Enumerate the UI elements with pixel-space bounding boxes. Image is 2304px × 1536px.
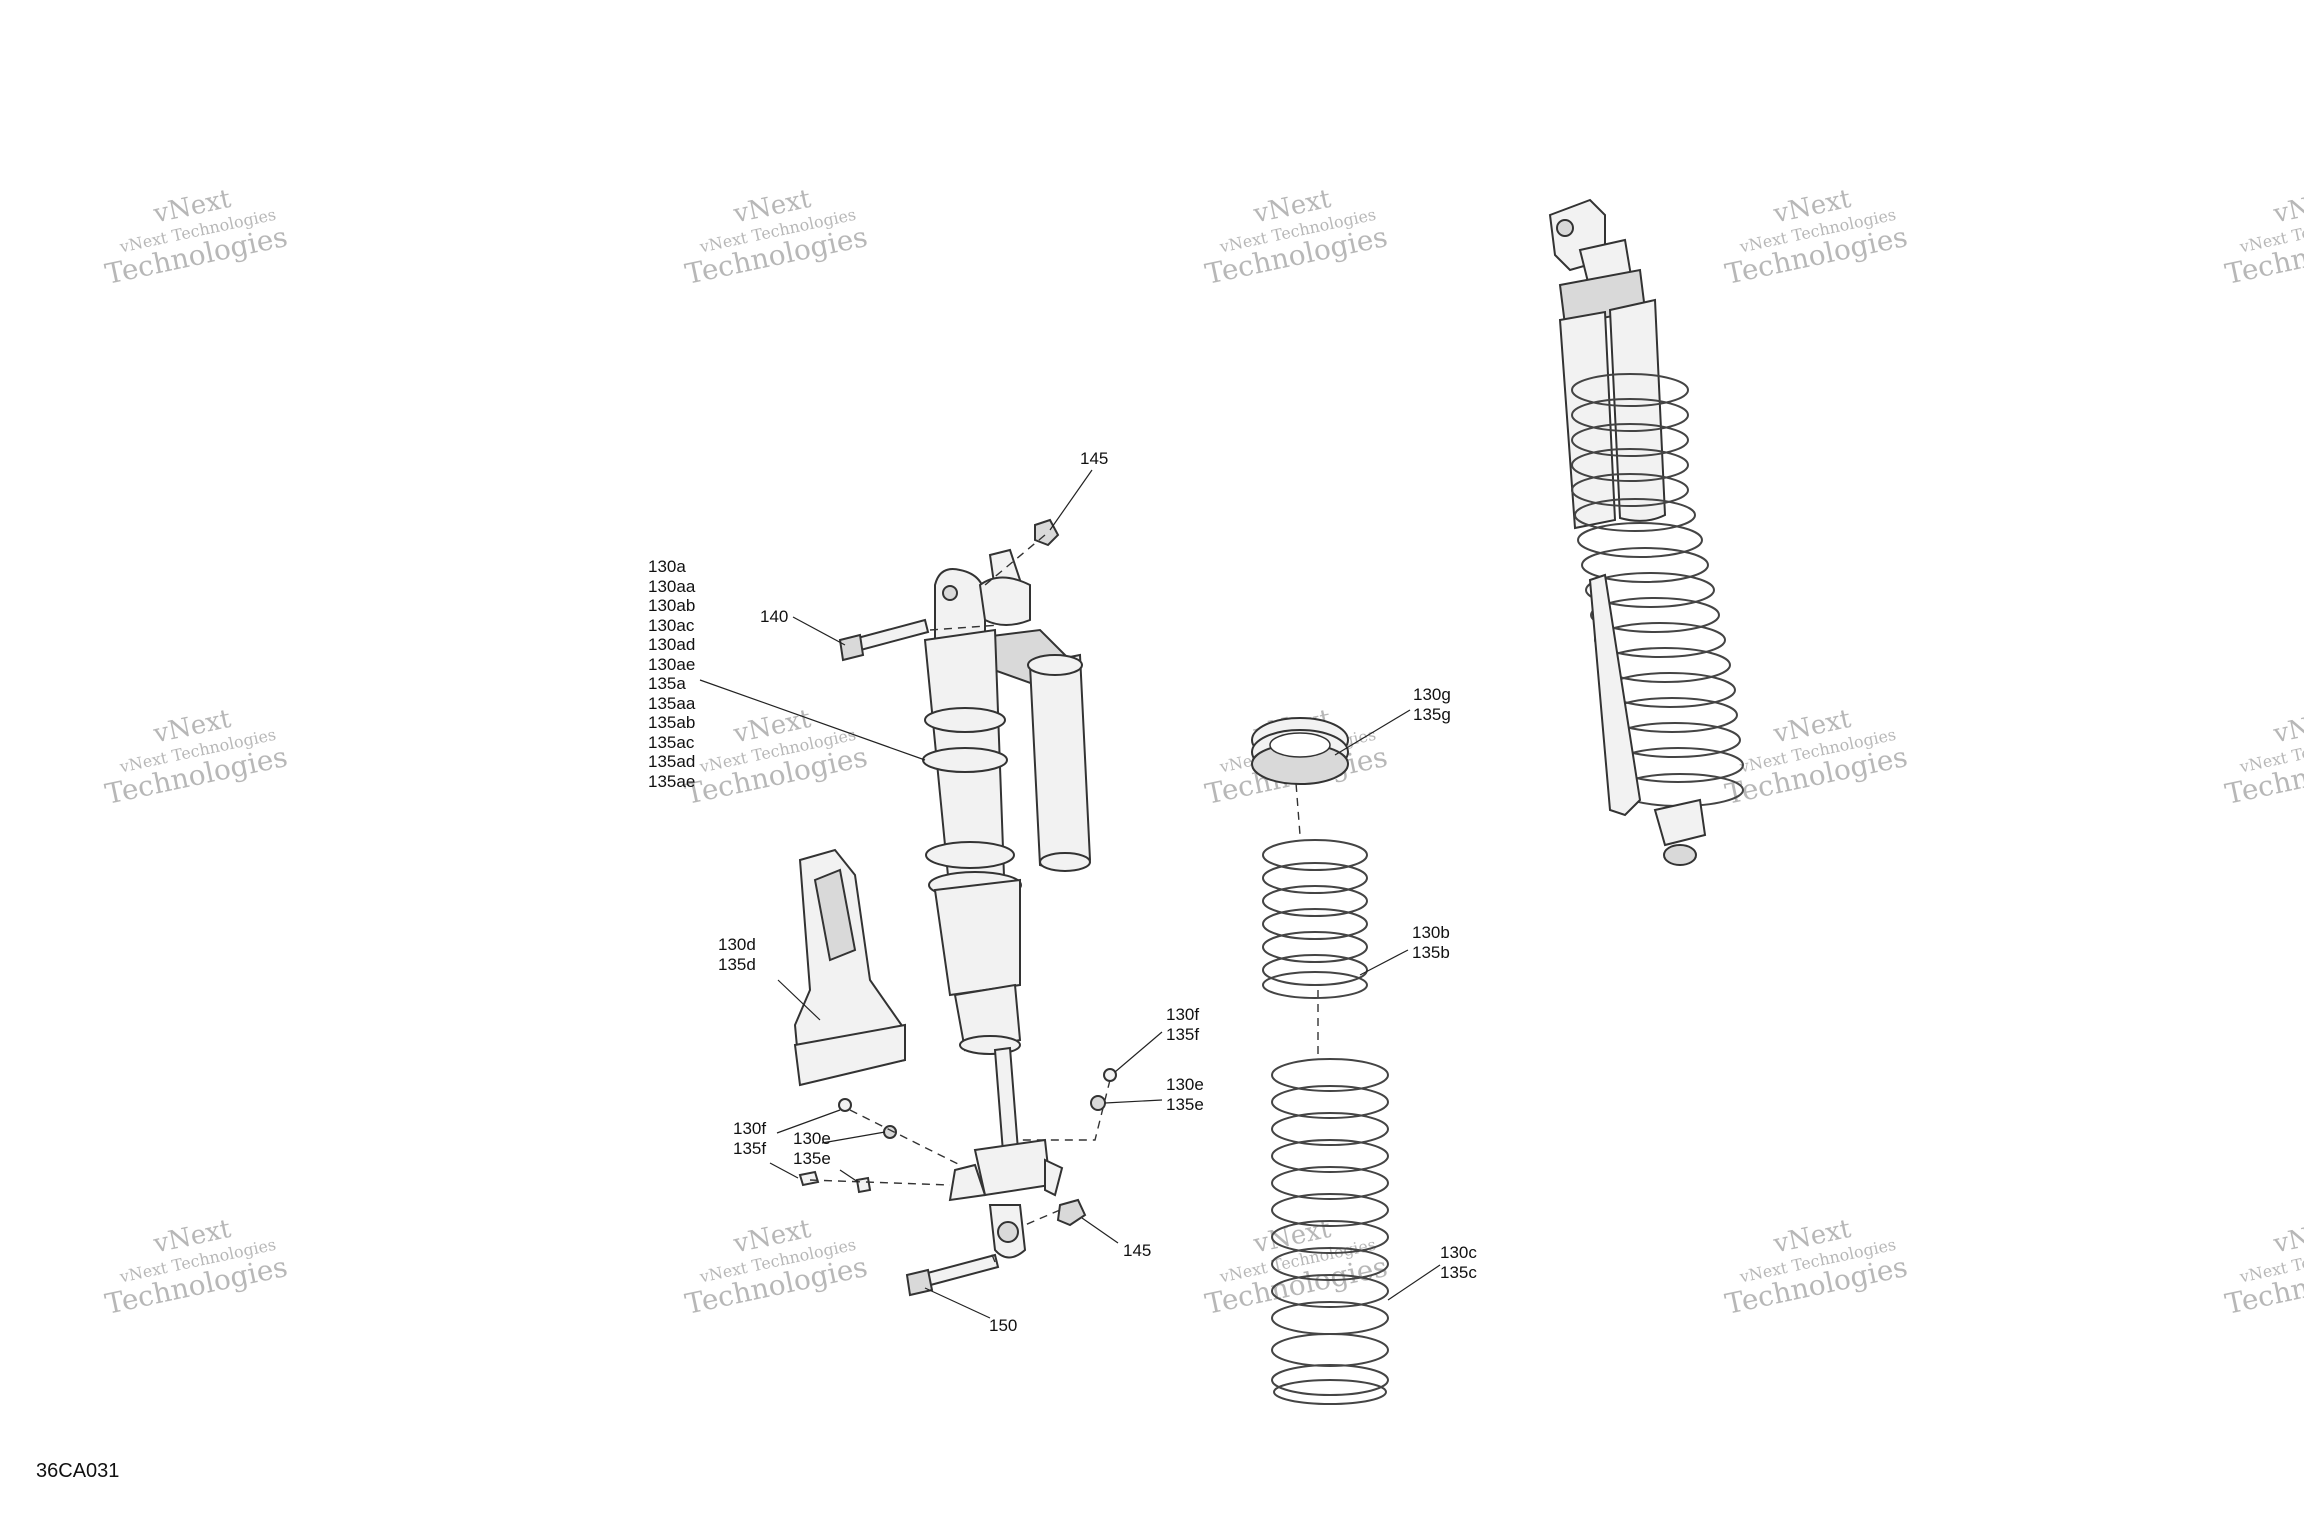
callout-135f-right: 135f [1166,1025,1199,1044]
callout-135f-left: 135f [733,1139,766,1158]
spring-130c [1271,1058,1389,1405]
spring-retainer-130g [1251,717,1349,785]
bolt-140 [838,618,930,662]
small-hardware [798,1068,1117,1194]
watermark: vNext Technologies vNext Technologies [2222,184,2304,291]
watermark: vNext Technologies vNext Technologies [102,184,290,291]
watermark: vNext Technologies vNext Technologies [102,704,290,811]
watermark: vNext Technologies vNext Technologies [1722,184,1910,291]
callout-130d: 130d [718,935,756,954]
assembled-shock [1548,198,1744,866]
callout-labels: 145 140 130a 130aa 130ab 130ac 130ad 130… [648,449,1477,1335]
watermark: vNext Technologies vNext Technologies [682,1214,870,1321]
callout-135g: 135g [1413,705,1451,724]
callout-130g: 130g [1413,685,1451,704]
callout-135a: 135a [648,674,686,693]
callout-135e-left: 135e [793,1149,831,1168]
watermark: vNext Technologies vNext Technologies [2222,1214,2304,1321]
watermark: vNext Technologies vNext Technologies [1722,1214,1910,1321]
callout-130e-left: 130e [793,1129,831,1148]
callout-135c: 135c [1440,1263,1477,1282]
watermark: vNext Technologies vNext Technologies [682,184,870,291]
callout-130e-right: 130e [1166,1075,1204,1094]
callout-135ad: 135ad [648,752,695,771]
callout-130ac: 130ac [648,616,695,635]
callout-130f-right: 130f [1166,1005,1199,1024]
svg-text:vNext: vNext [2270,184,2304,230]
shock-absorber-body [922,548,1092,1259]
spring-130b [1262,839,1368,999]
callout-135ab: 135ab [648,713,695,732]
drawing-id: 36CA031 [36,1460,119,1482]
callout-140: 140 [760,607,788,626]
callout-130f-left: 130f [733,1119,766,1138]
callout-130b: 130b [1412,923,1450,942]
bolt-150 [905,1253,1000,1297]
svg-text:vNext: vNext [2270,1214,2304,1260]
nut-145-bottom [1056,1198,1087,1227]
watermark: vNext Technologies vNext Technologies [2222,704,2304,811]
leader-lines [699,469,1441,1319]
watermark-layer: vNext Technologies vNext Technologies vN… [102,184,2304,1321]
watermark: vNext Technologies vNext Technologies [1202,184,1390,291]
callout-135b: 135b [1412,943,1450,962]
watermark: vNext Technologies vNext Technologies [102,1214,290,1321]
callout-130ae: 130ae [648,655,695,674]
callout-135e-right: 135e [1166,1095,1204,1114]
callout-145-top: 145 [1080,449,1108,468]
callout-135aa: 135aa [648,694,696,713]
rock-guard [793,848,906,1087]
watermark: vNext Technologies vNext Technologies [682,704,870,811]
callout-150: 150 [989,1316,1017,1335]
callout-130ad: 130ad [648,635,695,654]
callout-135ac: 135ac [648,733,695,752]
assembly-lines [809,534,1319,1263]
callout-135ae: 135ae [648,772,695,791]
callout-145-bottom: 145 [1123,1241,1151,1260]
callout-130ab: 130ab [648,596,695,615]
callout-130c: 130c [1440,1243,1477,1262]
svg-text:vNext: vNext [2270,704,2304,750]
callout-130a: 130a [648,557,686,576]
callout-135d: 135d [718,955,756,974]
callout-130aa: 130aa [648,577,696,596]
